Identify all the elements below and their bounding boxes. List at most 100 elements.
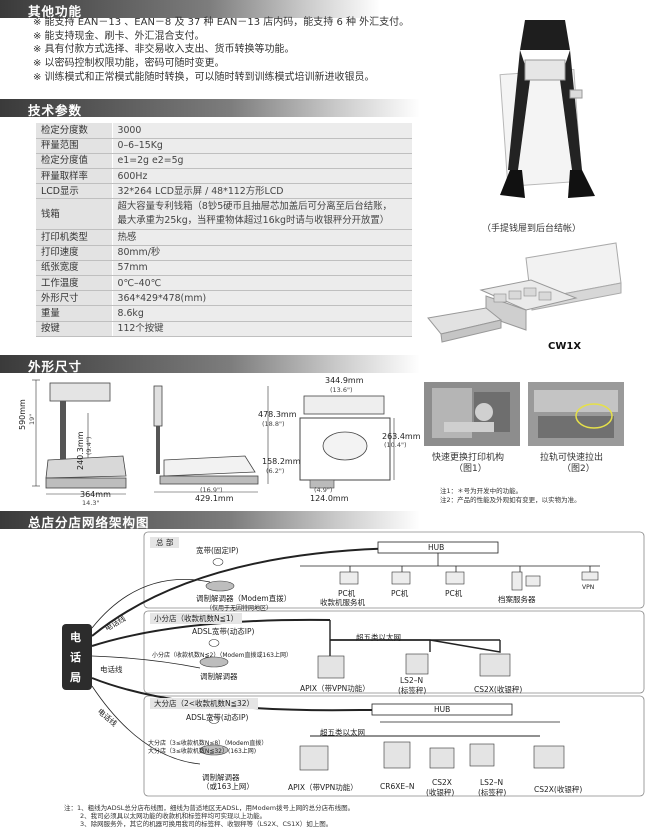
side-view-drawing <box>32 379 127 495</box>
dim-note: 注2：产品的性能及外观如有变更，以实物为准。 <box>440 496 581 504</box>
ls2n-sub-label: (标签秤) <box>478 788 507 797</box>
cr6xe-label: CR6XE–N <box>380 782 415 791</box>
ls2n-sub-label: (标签秤) <box>398 686 427 695</box>
ls2n-label: LS2–N <box>480 778 504 787</box>
archive-server-label: 档案服务器 <box>498 595 536 604</box>
large-modem-note: 大分店（3≤收款机数N≤8）（Modem直拨） <box>148 740 268 747</box>
large-cat5-label: 超五类以太网 <box>320 728 365 737</box>
depth-inch: (16.9") <box>200 486 223 494</box>
large-adsl-label: ADSL宽带(动态IP) <box>186 713 249 722</box>
cs2x-label: CS2X <box>432 778 452 787</box>
cash-drawer-photo <box>427 242 622 343</box>
small-modem-label: 调制解调器 <box>200 672 238 681</box>
rail-caption: 拉轨可快速拉出 <box>540 453 604 463</box>
cat5-label: 超五类以太网 <box>356 633 401 642</box>
pc-server-label-2: 收款机服务机 <box>320 598 365 607</box>
features-list: ※ 能支持 EAN－13 、EAN－8 及 37 种 EAN－13 店内码，能支… <box>33 16 413 85</box>
ls2n-label: LS2–N <box>400 676 424 685</box>
features-section-bar: 其他功能 <box>0 0 380 19</box>
phone-office-box: 电 话 局 <box>70 628 84 688</box>
spec-key: 检定分度数 <box>36 123 113 139</box>
top-width-inch: (13.6") <box>330 386 353 394</box>
spec-value: 57mm <box>112 260 412 277</box>
carry-caption: （手提钱屉到后台结帐） <box>482 224 582 234</box>
rail-mechanism-photo <box>528 382 624 446</box>
spec-key: 检定分度值 <box>36 153 113 170</box>
table-row: 打印机类型热感 <box>36 229 412 246</box>
cs2x-label: CS2X(收银秤) <box>534 785 583 794</box>
pc-server-label: PC机 <box>338 589 356 598</box>
hq-hub-label: HUB <box>428 543 445 552</box>
small-modem-note: 小分店（收款机数N≦2）（Modem直拨或163上网） <box>152 652 292 659</box>
foot-inch: (4.9") <box>314 486 333 494</box>
footnote: 2、我司必须具以太网功能的收款机和标签秤均可实现以上功能。 <box>80 812 267 820</box>
pc-label: PC机 <box>391 589 409 598</box>
front-height-inch: (10.4") <box>384 441 407 449</box>
phone-office-char: 局 <box>70 671 81 684</box>
network-section-title: 总店分店网络架构图 <box>28 515 150 530</box>
feature-item: ※ 能支持 EAN－13 、EAN－8 及 37 种 EAN－13 店内码，能支… <box>33 17 410 28</box>
spec-value: 32*264 LCD显示屏 / 48*112方形LCD <box>112 183 412 200</box>
spec-value: 600Hz <box>112 168 412 185</box>
feature-item: ※ 训练模式和正常模式能随时转换，可以随时转到训练模式培训新进收银员。 <box>33 71 375 83</box>
top-width-label: 344.9mm <box>325 376 364 385</box>
dim-note: 注1：＊号为开发中的功能。 <box>440 487 523 495</box>
spec-value-line: 最大承重为25kg，当秤重物体超过16kg时请与收银秤分开放置） <box>117 215 390 227</box>
hq-modem-note: （仅用于无因特网地区） <box>206 605 273 612</box>
spec-key: 按键 <box>36 321 113 337</box>
spec-value: 0℃–40℃ <box>112 275 412 292</box>
spec-key: 外形尺寸 <box>36 290 113 307</box>
feature-item: ※ 具有付款方式选择、非交易收入支出、货币转换等功能。 <box>33 44 295 56</box>
side-height-inch: 19" <box>28 413 36 425</box>
base-width-label: 364mm <box>80 490 111 499</box>
feature-item: ※ 以密码控制权限功能，密码可随时变更。 <box>33 58 225 70</box>
dimensions-section-bar: 外形尺寸 <box>0 355 420 374</box>
pc-label: PC机 <box>445 589 463 598</box>
spec-value: 3000 <box>112 123 412 139</box>
drawer-model-label: CW1X <box>548 341 582 352</box>
rail-fig-label: （图2） <box>562 464 595 474</box>
hq-broadband-label: 宽带(固定IP) <box>196 546 239 555</box>
large-modem-label: 调制解调器 <box>202 773 240 782</box>
depth-label: 429.1mm <box>195 494 234 503</box>
spec-value: 80mm/秒 <box>112 245 412 261</box>
printer-caption: 快速更换打印机构 <box>432 453 505 463</box>
spec-value: 364*429*478(mm) <box>112 290 412 307</box>
spec-key: 打印机类型 <box>36 229 113 246</box>
footnote: 3、除网服务外，其它的机器可换用我司的标签秤、收银秤等（LS2X、CS1X）如上… <box>80 820 333 828</box>
phone-office-char: 电 <box>70 631 81 644</box>
spec-key: 纸张宽度 <box>36 260 113 277</box>
network-diagram <box>62 531 645 797</box>
cs2x-sub-label: (收银秤) <box>426 788 455 797</box>
front-height-label: 263.4mm <box>382 432 421 441</box>
spec-value-line: 超大容量专利钱箱（8钞5硬币且抽屉芯加盖后可分离至后台结账， <box>117 201 392 213</box>
large-modem-note: 大分店（3≤收款机数N≦32）(163上网) <box>148 748 257 755</box>
hq-panel-label: 总 部 <box>150 537 180 548</box>
network-section-bar: 总店分店网络架构图 <box>0 511 420 530</box>
phone-office-char: 话 <box>70 651 81 664</box>
specs-section-title: 技术参数 <box>28 103 83 118</box>
spec-value: 8.6kg <box>112 305 412 322</box>
small-branch-label: 小分店（收款机数N≦1） <box>150 613 243 624</box>
spec-value: e1=2g e2=5g <box>112 153 412 170</box>
large-apix-label: APIX（带VPN功能） <box>288 783 358 792</box>
dimensions-section-title: 外形尺寸 <box>28 359 83 374</box>
printer-mechanism-photo <box>424 382 520 446</box>
foot-label: 124.0mm <box>310 494 349 503</box>
mid-height-label: 240.3mm <box>76 431 85 471</box>
body-height-inch: (6.2") <box>266 467 285 475</box>
spec-value: 112个按键 <box>112 321 412 337</box>
body-height-label: 158.2mm <box>262 457 301 466</box>
spec-value: 超大容量专利钱箱（8钞5硬币且抽屉芯加盖后可分离至后台结账， 最大承重为25kg，… <box>112 198 412 231</box>
